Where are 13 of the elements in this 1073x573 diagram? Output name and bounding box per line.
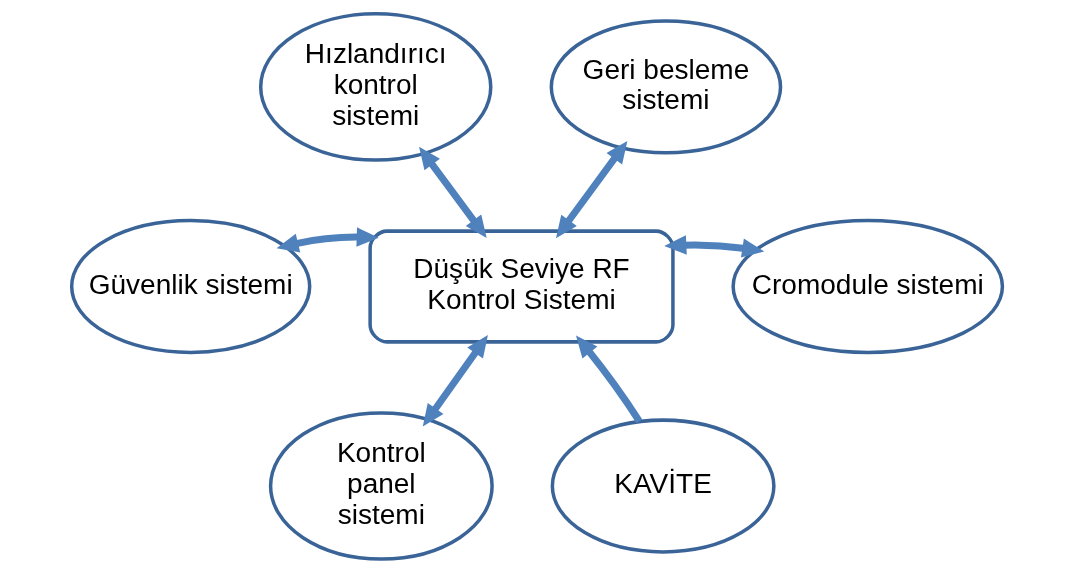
node-ellipse: Hızlandırıcı kontrol sistemi — [258, 12, 492, 162]
node-ellipse: Güvenlik sistemi — [69, 218, 311, 355]
node-ellipse: Cromodule sistemi — [730, 218, 1004, 355]
arrow — [555, 140, 627, 239]
arrow — [418, 146, 487, 239]
arrow — [663, 235, 764, 258]
arrow — [276, 227, 379, 253]
node-box: Düşük Seviye RF Kontrol Sistemi — [367, 229, 675, 344]
node-ellipse: KAVİTE — [550, 418, 776, 554]
node-ellipse: Geri besleme sistemi — [549, 19, 782, 155]
arrow — [575, 335, 642, 424]
arrow — [422, 335, 488, 427]
node-ellipse: Kontrol panel sistemi — [268, 411, 494, 561]
